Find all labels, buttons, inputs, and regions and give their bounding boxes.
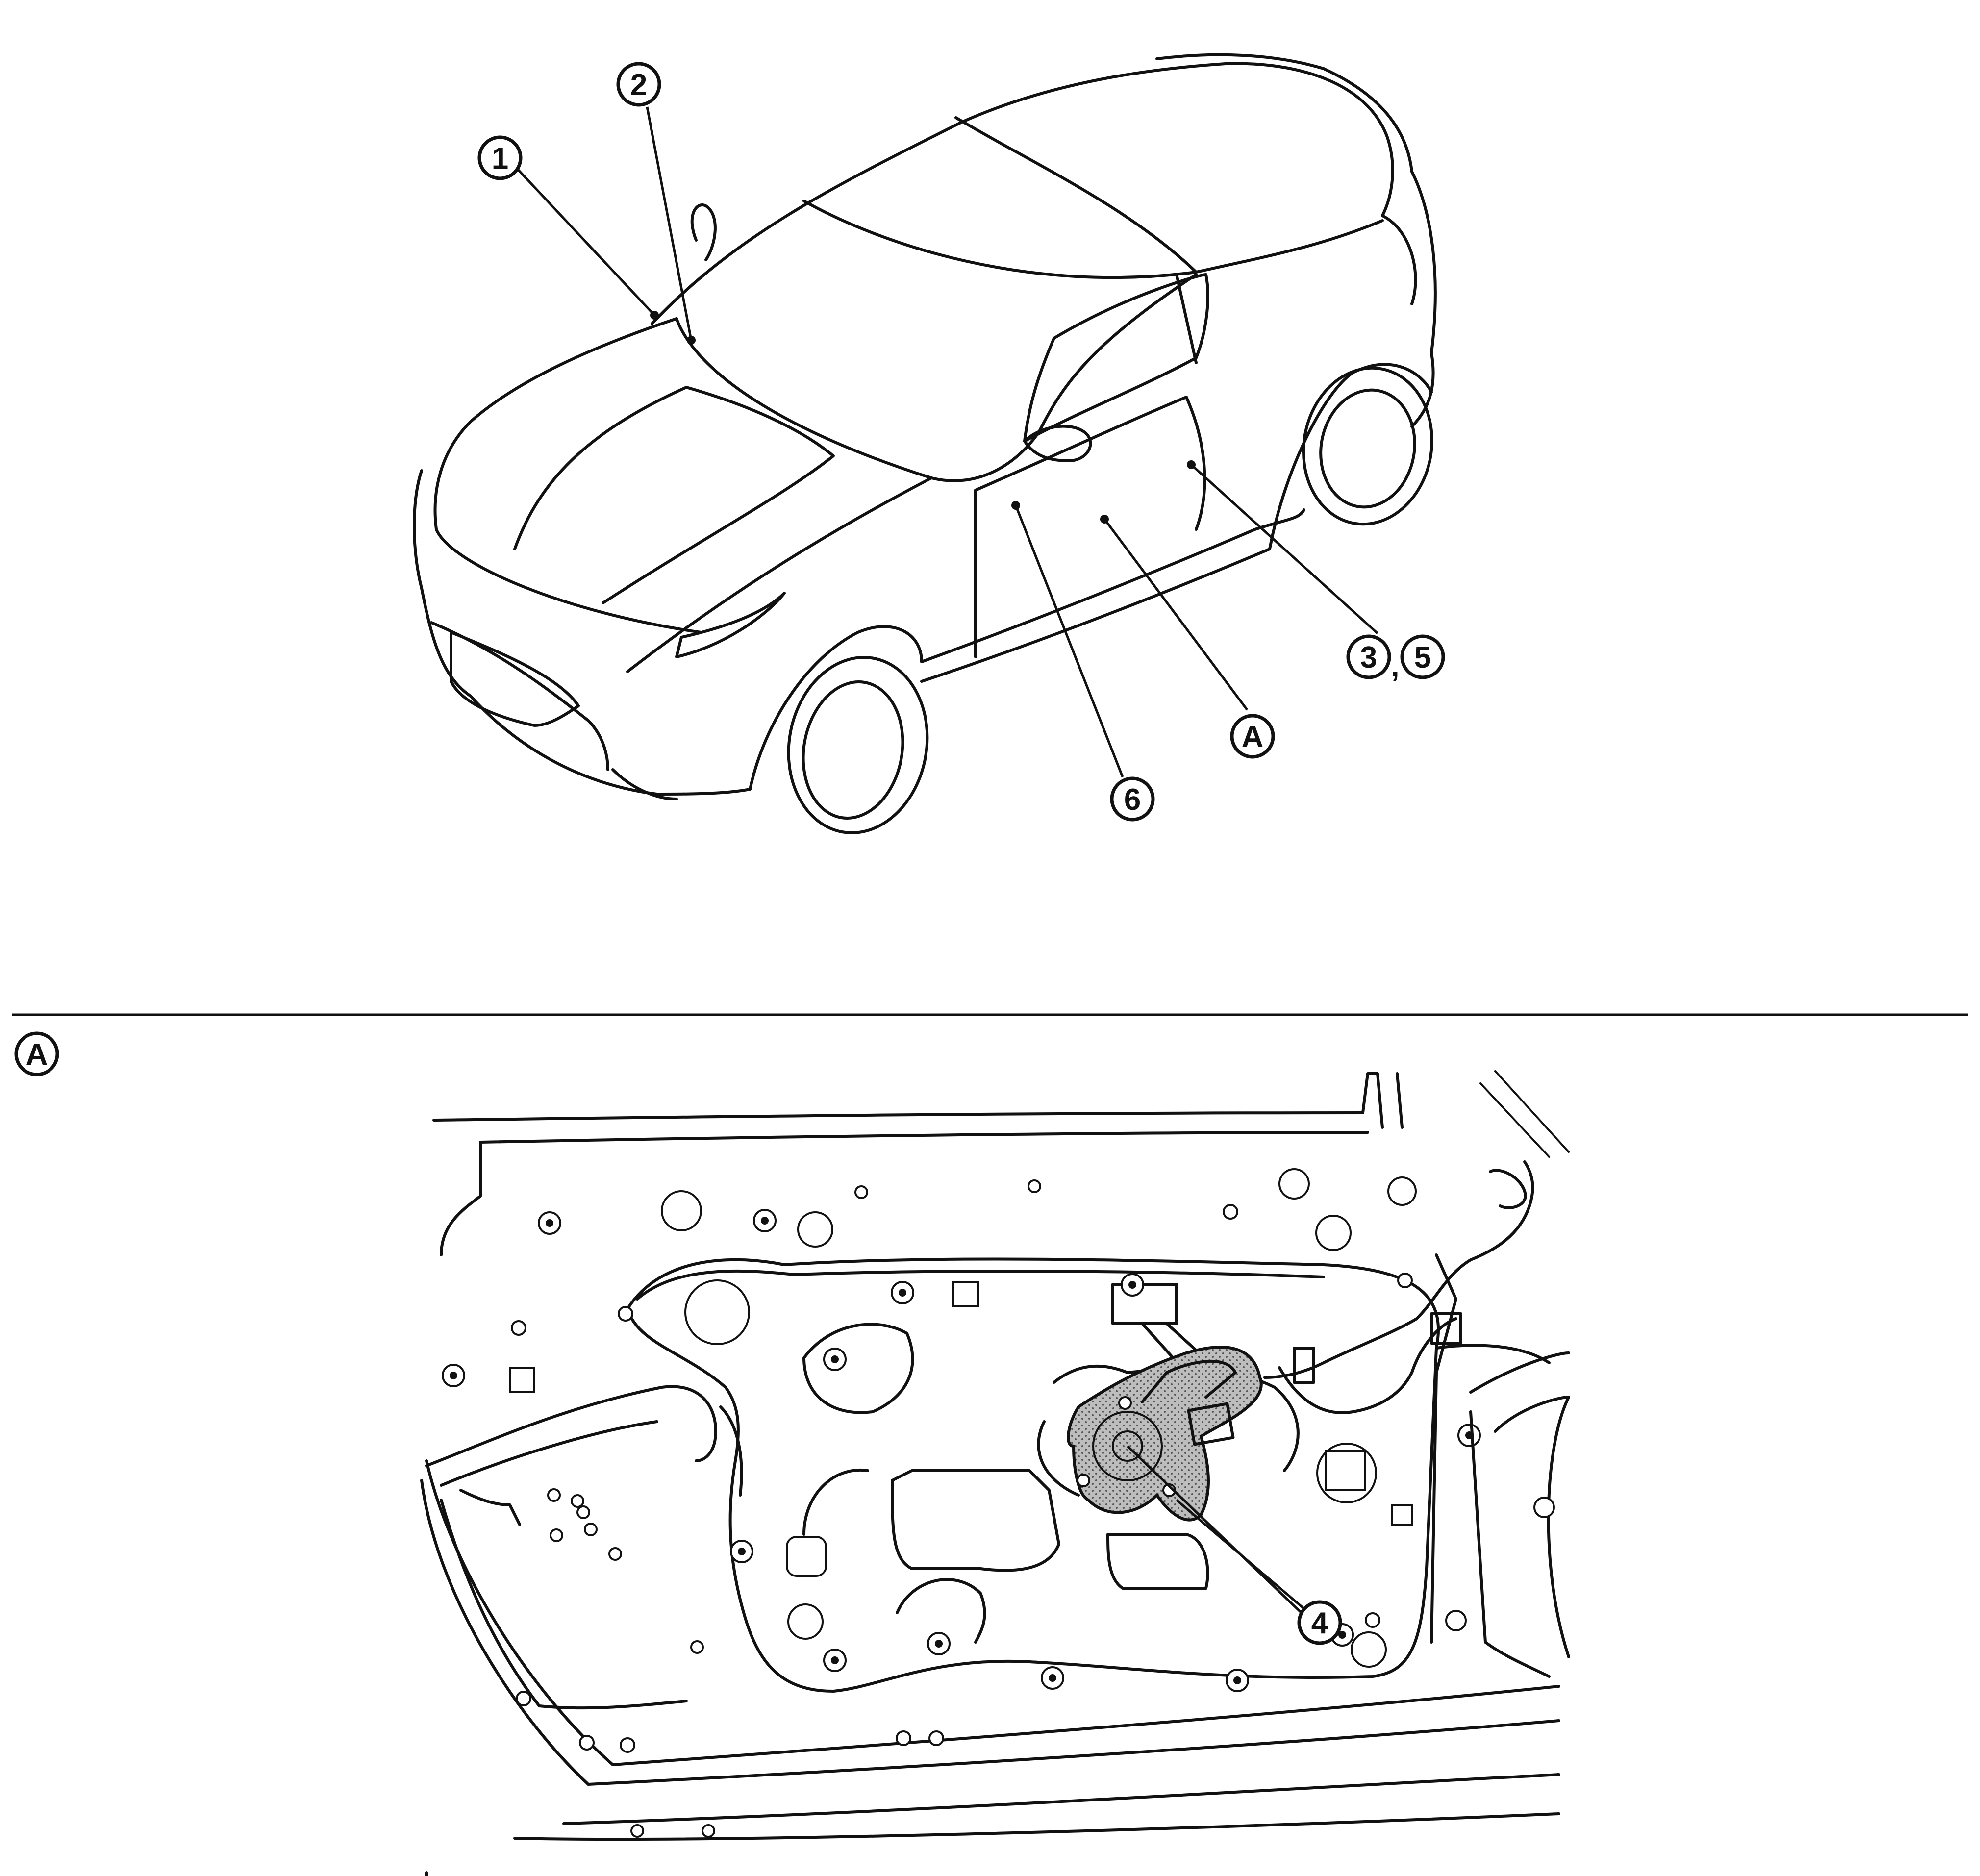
callout-1: 1	[477, 135, 523, 180]
callout-6-text: 6	[1124, 783, 1141, 817]
callout-4-text: 4	[1311, 1606, 1328, 1640]
callout-2-text: 2	[630, 68, 647, 102]
wire-harness	[1263, 1160, 1551, 1644]
callout-5-text: 5	[1414, 641, 1431, 675]
car-illustration	[413, 53, 1437, 834]
callout-3-5: 3 , 5	[1346, 634, 1445, 683]
window-motor	[1067, 1346, 1263, 1522]
callout-a-text: A	[1242, 720, 1264, 754]
callout-2: 2	[616, 62, 661, 107]
detail-label-a: A	[14, 1031, 59, 1076]
callout-3-text: 3	[1360, 641, 1377, 675]
callout-a: A	[1230, 714, 1275, 759]
speaker	[1469, 1351, 1570, 1678]
callout-6: 6	[1110, 776, 1155, 822]
car-leaders	[515, 106, 1378, 777]
callout-4: 4	[1297, 1600, 1342, 1645]
callout-1-text: 1	[492, 142, 508, 175]
door-panel-illustration	[420, 1070, 1570, 1876]
detail-label-a-text: A	[26, 1038, 48, 1072]
callout-separator: ,	[1391, 650, 1399, 683]
panel-bolts	[442, 1179, 1481, 1838]
